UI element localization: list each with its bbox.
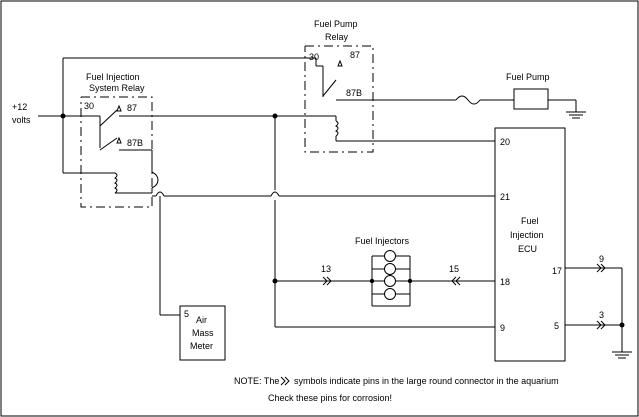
ecu-label-2: Injection xyxy=(510,230,544,240)
air-mass-label-3: Meter xyxy=(190,341,213,351)
connector-pin-13-label: 13 xyxy=(321,264,331,274)
ecu-pin-21: 21 xyxy=(500,192,510,202)
ecu-label-1: Fuel xyxy=(521,216,539,226)
pump-relay-pin-87: 87 xyxy=(350,50,360,60)
injection-relay-contacts xyxy=(99,104,273,151)
injection-relay-pin-87b: 87B xyxy=(127,138,143,148)
injector-bank xyxy=(369,250,413,307)
ecu-pin-9: 9 xyxy=(500,323,505,333)
fuel-pump-label: Fuel Pump xyxy=(506,72,550,82)
ground-junction xyxy=(619,322,625,328)
fuel-injectors-label: Fuel Injectors xyxy=(355,236,410,246)
air-mass-label-2: Mass xyxy=(192,328,214,338)
injection-relay-title-1: Fuel Injection xyxy=(86,72,140,82)
connector-pin-15-label: 15 xyxy=(449,264,459,274)
connector-pin-9-label: 9 xyxy=(599,254,604,264)
supply-voltage: +12 xyxy=(12,102,27,112)
connector-pin-13-icon xyxy=(322,276,332,286)
relay-87b-crossover xyxy=(151,171,159,189)
ecu-label-3: ECU xyxy=(518,244,537,254)
ecu-pin-5: 5 xyxy=(554,321,559,331)
note-connector-icon xyxy=(280,376,290,386)
ecu-pin-20: 20 xyxy=(500,137,510,147)
note-prefix: NOTE: The xyxy=(234,376,279,386)
injection-relay-title-2: System Relay xyxy=(89,83,145,93)
ecu-21-crossover-2 xyxy=(270,191,280,197)
fuel-pump xyxy=(513,88,549,110)
air-mass-pin-5: 5 xyxy=(184,309,189,319)
connector-pin-9-icon xyxy=(596,263,606,273)
ecu-box xyxy=(494,127,566,362)
supply-unit: volts xyxy=(12,115,31,125)
injection-relay-pin-87: 87 xyxy=(127,103,137,113)
injection-relay-coil xyxy=(110,172,152,194)
fuse-symbol xyxy=(455,95,481,105)
pump-ground-icon xyxy=(566,111,586,119)
pump-relay-pin-30: 30 xyxy=(309,52,319,62)
injection-relay-outline xyxy=(80,96,153,208)
air-mass-label-1: Air xyxy=(196,315,207,325)
pump-relay-contacts xyxy=(316,59,456,101)
pump-relay-pin-87b: 87B xyxy=(346,88,362,98)
connector-pin-15-icon xyxy=(451,276,461,286)
injection-relay-pin-30: 30 xyxy=(84,101,94,111)
air-mass-meter xyxy=(179,305,226,361)
pump-relay-title-2: Relay xyxy=(325,32,349,42)
note-suffix: symbols indicate pins in the large round… xyxy=(294,376,559,386)
connector-pin-3-label: 3 xyxy=(599,310,604,320)
ecu-pin-18: 18 xyxy=(500,277,510,287)
ecu-21-crossover-1 xyxy=(155,191,165,197)
connector-pin-3-icon xyxy=(596,320,606,330)
pump-relay-outline xyxy=(304,45,374,153)
ecu-pin-17: 17 xyxy=(552,266,562,276)
note-line-2: Check these pins for corrosion! xyxy=(268,393,392,403)
pump-relay-coil xyxy=(335,116,495,142)
pump-relay-title-1: Fuel Pump xyxy=(314,19,358,29)
ecu-ground-icon xyxy=(612,351,632,359)
